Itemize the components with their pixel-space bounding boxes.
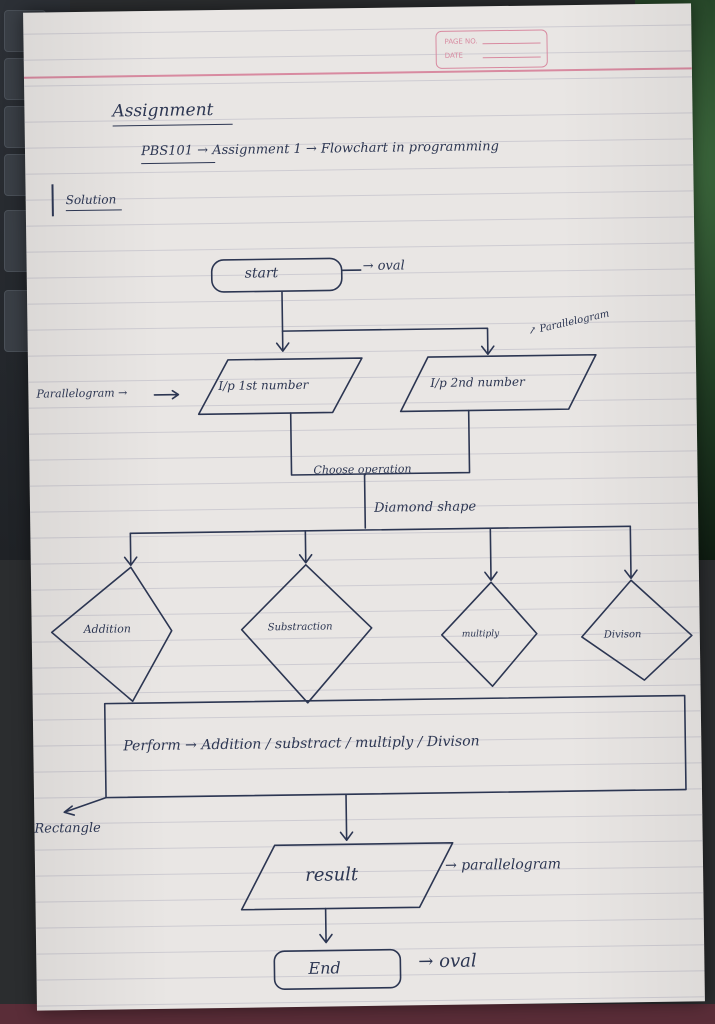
end-note: → oval <box>418 950 477 973</box>
input1-parallelogram <box>197 357 363 416</box>
input2-parallelogram <box>399 353 597 413</box>
op-substraction: Substraction <box>267 621 333 634</box>
op-addition: Addition <box>83 622 131 636</box>
notebook-page: PAGE NO. DATE Assignment PBS101 → Assign… <box>23 3 705 1011</box>
input2-text: I/p 2nd number <box>430 374 525 391</box>
process-note: Rectangle <box>34 820 101 837</box>
connector-inputs-choose <box>289 409 471 476</box>
end-text: End <box>308 958 341 978</box>
divison-diamond <box>581 579 693 681</box>
op-divison: Divison <box>603 629 642 641</box>
multiply-diamond <box>440 581 538 688</box>
input1-note: Parallelogram → <box>36 386 128 401</box>
input1-note-arrow <box>153 389 180 400</box>
diamond-note: Diamond shape <box>373 499 477 516</box>
background-fabric <box>0 1004 715 1024</box>
op-multiply: multiply <box>461 629 500 640</box>
substraction-diamond <box>240 564 373 704</box>
connector-start-input2 <box>281 327 489 354</box>
branch-bus <box>129 525 632 535</box>
input1-text: I/p 1st number <box>218 377 309 394</box>
connector-process-result <box>339 793 354 842</box>
connector-start-input1 <box>281 291 284 350</box>
result-text: result <box>304 864 359 886</box>
process-rectangle <box>103 694 687 799</box>
result-parallelogram <box>240 841 454 911</box>
flowchart-drawing <box>50 257 693 990</box>
choose-operation-text: Choose operation <box>313 462 412 477</box>
end-oval <box>273 948 402 990</box>
start-note: → oval <box>362 258 405 274</box>
connector-choose-ops <box>363 473 367 529</box>
process-note-arrow <box>63 796 107 816</box>
start-text: start <box>244 265 279 282</box>
connector-result-end <box>319 907 333 944</box>
result-note: → parallelogram <box>444 856 562 874</box>
start-oval <box>210 257 343 293</box>
addition-diamond <box>50 566 173 703</box>
